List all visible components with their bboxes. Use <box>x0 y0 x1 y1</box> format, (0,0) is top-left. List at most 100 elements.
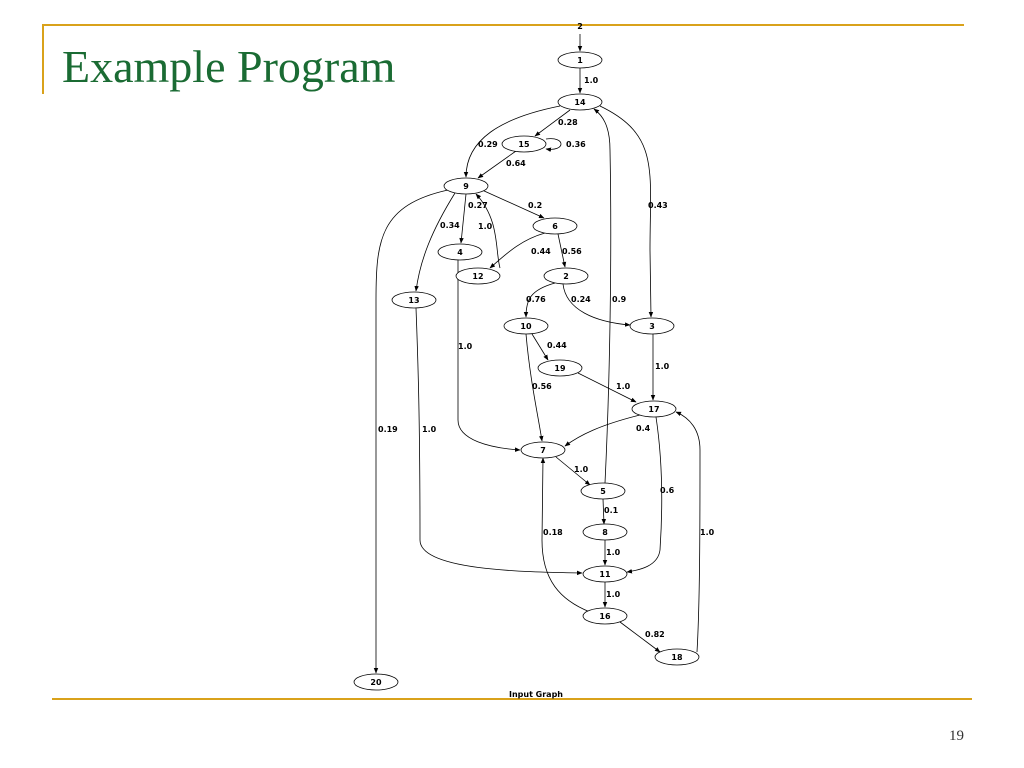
left-rule <box>42 24 44 94</box>
edge-label-7-to-5: 1.0 <box>574 465 589 474</box>
edge-10-to-19 <box>531 333 549 361</box>
node-2 <box>543 267 589 285</box>
slide-title: Example Program <box>62 41 396 92</box>
edge-label-13-to-11: 1.0 <box>422 425 437 434</box>
edge-13-to-11 <box>415 307 583 576</box>
edge-label-8-to-11: 1.0 <box>606 548 621 557</box>
node-label-9: 9 <box>463 182 469 191</box>
edge-2-to-3 <box>562 283 631 327</box>
node-17 <box>631 400 677 418</box>
slide-number: 19 <box>949 728 964 744</box>
node-13 <box>391 291 437 309</box>
edge-label-9-to-6: 0.2 <box>528 201 542 210</box>
node-label-4: 4 <box>457 248 463 257</box>
edge-17-to-7 <box>564 414 641 447</box>
node-label-17: 17 <box>648 405 659 414</box>
edge-label-10-to-19: 0.44 <box>547 341 567 350</box>
node-11 <box>582 565 628 583</box>
edge-5-to-14 <box>593 108 612 484</box>
edge-14-to-15 <box>534 109 571 137</box>
edge-label-17-to-11: 0.6 <box>660 486 675 495</box>
edge-5-to-8 <box>601 498 607 525</box>
node-label-1: 1 <box>577 56 583 65</box>
edge-9-to-6 <box>481 189 545 219</box>
edge-label-14-to-9: 0.29 <box>478 140 498 149</box>
node-label-14: 14 <box>574 98 586 107</box>
node-20 <box>353 673 399 691</box>
edge-label-9-to-4: 0.27 <box>468 201 488 210</box>
edge-label-11-to-16: 1.0 <box>606 590 621 599</box>
node-label-13: 13 <box>408 296 419 305</box>
node-label-20: 20 <box>370 678 382 687</box>
edge-4-to-7 <box>457 260 521 452</box>
edge-label-2-to-10: 0.76 <box>526 295 546 304</box>
edge-label-6-to-2: 0.56 <box>562 247 582 256</box>
edge-label-18-to-17: 1.0 <box>700 528 715 537</box>
edge-15-to-15 <box>545 138 562 152</box>
edge-7-to-5 <box>555 456 591 486</box>
node-label-8: 8 <box>602 528 608 537</box>
edge-19-to-17 <box>577 372 637 403</box>
edge-label-5-to-8: 0.1 <box>604 506 619 515</box>
edge-label-15-to-9: 0.64 <box>506 159 526 168</box>
edge-label-19-to-17: 1.0 <box>616 382 631 391</box>
edge-10-to-7 <box>525 333 544 442</box>
node-8 <box>582 523 628 541</box>
edge-9-to-13 <box>414 192 456 292</box>
edge-9-to-4 <box>459 193 467 244</box>
node-label-15: 15 <box>518 140 530 149</box>
graph-caption: Input Graph <box>508 690 564 699</box>
edge-2-to-10 <box>523 282 556 318</box>
node-label-3: 3 <box>649 322 655 331</box>
node-label-10: 10 <box>520 322 532 331</box>
node-12 <box>455 267 501 285</box>
edge-label-14-to-15: 0.28 <box>558 118 578 127</box>
edge-6-to-12 <box>489 232 546 269</box>
edge-label-5-to-14: 0.9 <box>612 295 627 304</box>
node-1 <box>557 51 603 69</box>
edge-17-to-11 <box>626 416 663 574</box>
edge-label-9-to-20: 0.19 <box>378 425 398 434</box>
node-15 <box>501 135 547 153</box>
edge-label-16-to-7: 0.18 <box>543 528 563 537</box>
edge-label-17-to-7: 0.4 <box>636 424 651 433</box>
top-rule <box>42 24 964 26</box>
edge-label-12-to-9: 1.0 <box>478 222 493 231</box>
edge-label-2-to-3: 0.24 <box>571 295 591 304</box>
edge-label-3-to-17: 1.0 <box>655 362 670 371</box>
node-label-2: 2 <box>563 272 569 281</box>
node-label-11: 11 <box>599 570 611 579</box>
edge-label-6-to-12: 0.44 <box>531 247 551 256</box>
edge-label-4-to-7: 1.0 <box>458 342 473 351</box>
node-19 <box>537 359 583 377</box>
bottom-rule <box>52 698 972 700</box>
edge-label-1-to-14: 1.0 <box>584 76 599 85</box>
edge-14-to-9 <box>463 105 561 178</box>
edge-15-to-9 <box>477 150 517 179</box>
edge-18-to-17 <box>675 411 701 653</box>
edge-16-to-7 <box>540 457 591 613</box>
node-18 <box>654 648 700 666</box>
node-3 <box>629 317 675 335</box>
node-5 <box>580 482 626 500</box>
node-label-5: 5 <box>600 487 606 496</box>
edge-6-to-2 <box>557 233 567 268</box>
node-label-top: 2 <box>577 22 583 31</box>
edge-16-to-18 <box>619 621 661 653</box>
node-label-6: 6 <box>552 222 558 231</box>
node-4 <box>437 243 483 261</box>
edge-12-to-9 <box>475 193 501 269</box>
node-label-12: 12 <box>472 272 483 281</box>
node-label-16: 16 <box>599 612 611 621</box>
node-label-18: 18 <box>671 653 683 662</box>
edge-label-9-to-13: 0.34 <box>440 221 460 230</box>
edge-14-to-3 <box>599 105 654 318</box>
node-6 <box>532 217 578 235</box>
edge-label-16-to-18: 0.82 <box>645 630 665 639</box>
edge-label-10-to-7: 0.56 <box>532 382 552 391</box>
node-label-19: 19 <box>554 364 566 373</box>
edge-label-14-to-3: 0.43 <box>648 201 668 210</box>
node-9 <box>443 177 489 195</box>
node-14 <box>557 93 603 111</box>
